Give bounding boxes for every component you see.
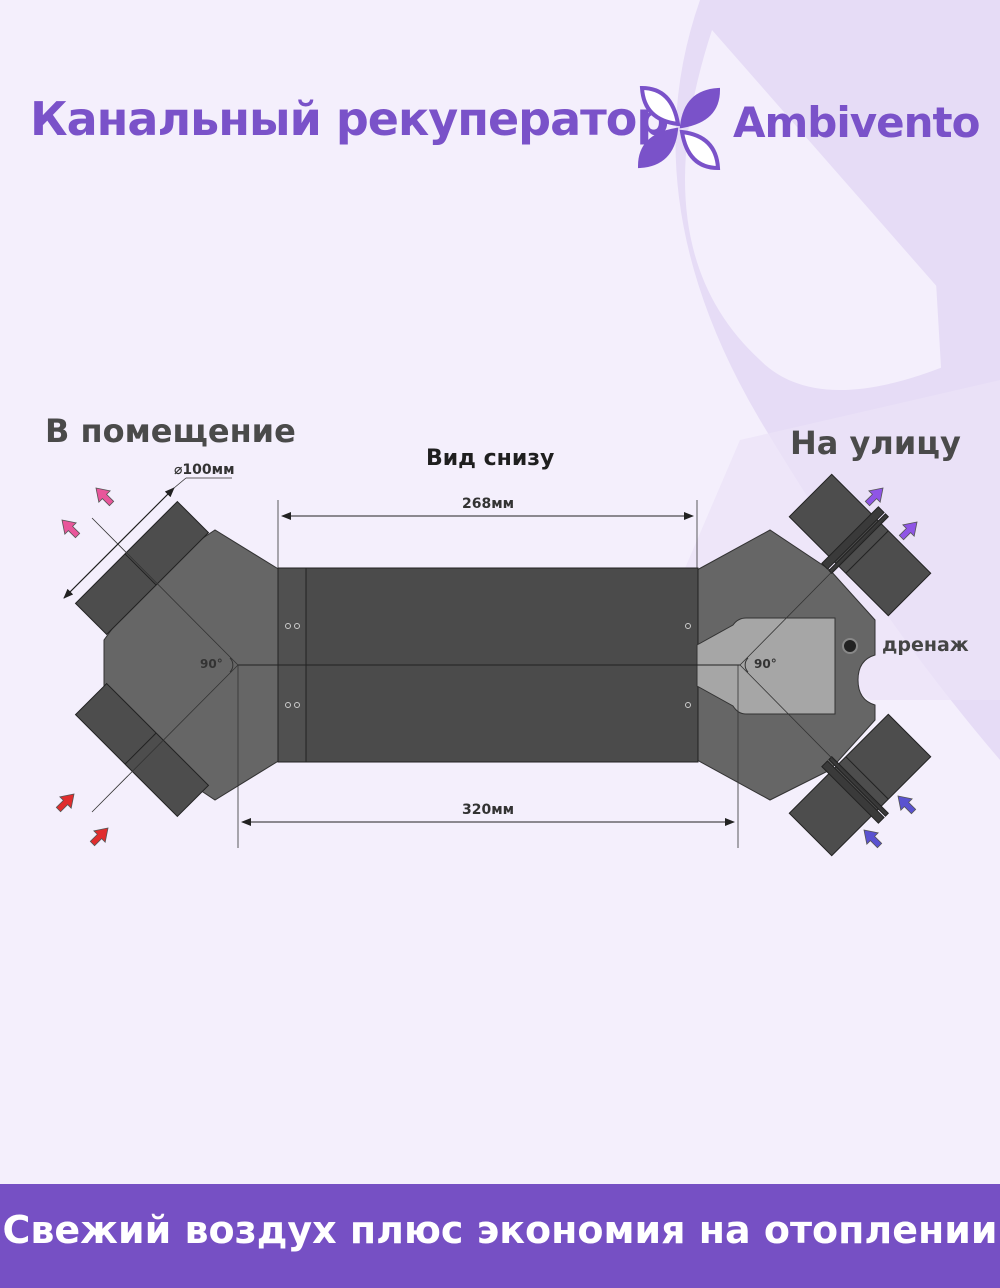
indoor-label: В помещение bbox=[45, 412, 296, 450]
indoor-out-arrows bbox=[61, 487, 115, 539]
drain-cover bbox=[696, 617, 858, 715]
left-bottom-pipe bbox=[74, 682, 210, 818]
angle-left-label: 90° bbox=[200, 657, 223, 671]
brand-name: Ambivento bbox=[733, 98, 980, 147]
footer-bar bbox=[0, 1184, 1000, 1288]
indoor-in-arrows bbox=[55, 793, 109, 847]
right-bottom-pipe bbox=[788, 713, 932, 857]
inner-length-label: 268мм bbox=[462, 496, 515, 512]
recuperator-diagram bbox=[55, 473, 932, 857]
drain-label: дренаж bbox=[882, 634, 969, 656]
propeller-logo-icon bbox=[637, 85, 721, 171]
diameter-label: ⌀100мм bbox=[174, 462, 235, 478]
view-label: Вид снизу bbox=[426, 446, 555, 471]
outdoor-out-arrows bbox=[864, 487, 918, 541]
footer-slogan: Свежий воздух плюс экономия на отоплении bbox=[2, 1208, 998, 1252]
outdoor-label: На улицу bbox=[790, 424, 961, 462]
right-top-pipe bbox=[788, 473, 932, 617]
outdoor-in-arrows bbox=[863, 795, 917, 849]
angle-right-label: 90° bbox=[754, 657, 777, 671]
page-title: Канальный рекуператор bbox=[30, 92, 669, 146]
outer-length-label: 320мм bbox=[462, 802, 515, 818]
